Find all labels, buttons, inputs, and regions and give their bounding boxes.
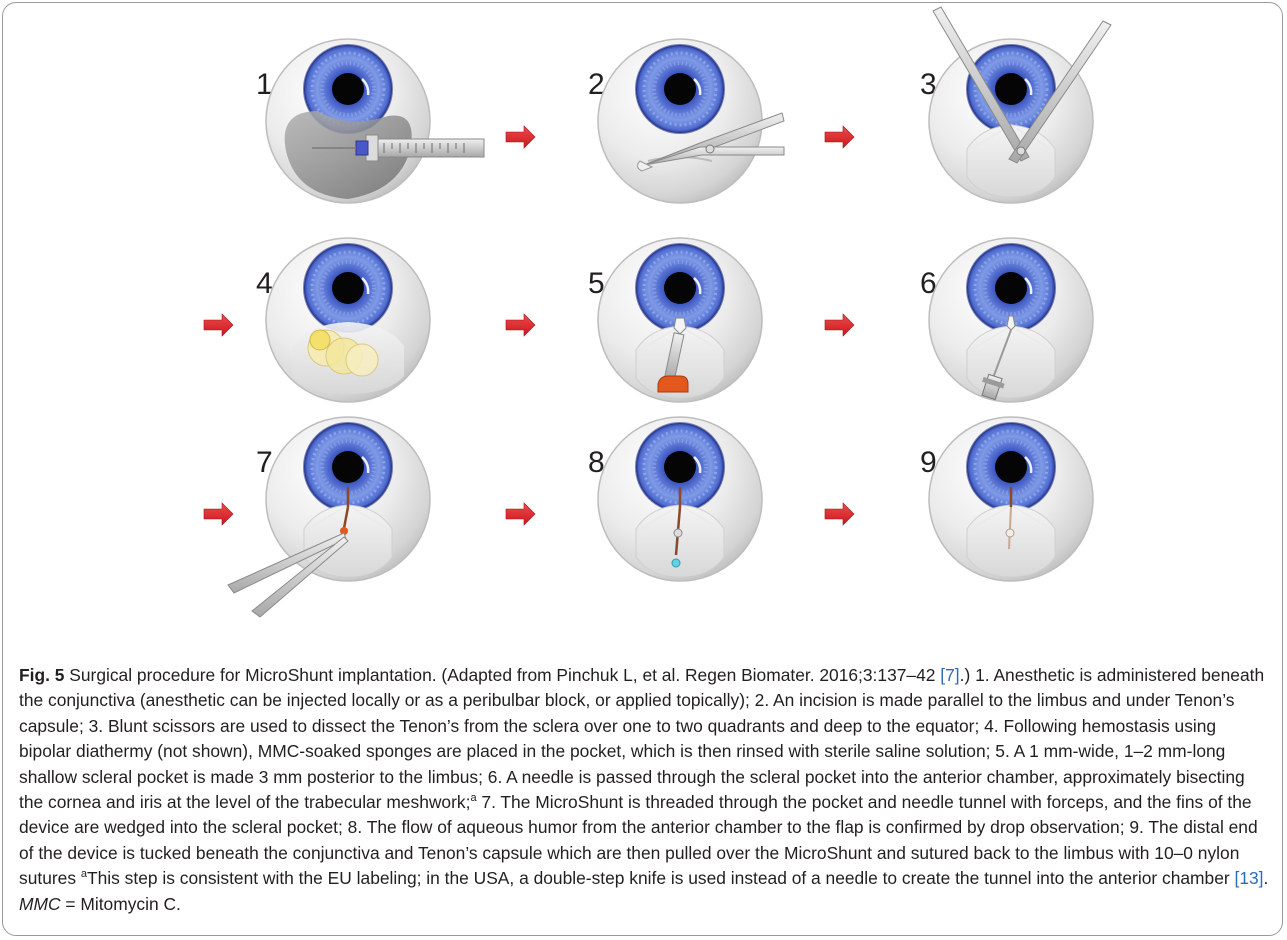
step-arrow-3-4	[204, 314, 233, 336]
drop-icon	[672, 559, 680, 567]
caption-text: .) 1. Anesthetic is administered beneath…	[19, 665, 1264, 812]
step-arrow-1-2	[506, 126, 535, 148]
eye-panel-4	[266, 238, 430, 402]
caption-text: This step is consistent with the EU labe…	[87, 868, 1235, 888]
eye-panel-3	[929, 7, 1111, 203]
reference-link[interactable]: [7]	[940, 665, 959, 685]
eye-panel-5	[598, 238, 762, 402]
step-arrow-6-7	[204, 503, 233, 525]
step-arrow-8-9	[825, 503, 854, 525]
step-arrow-5-6	[825, 314, 854, 336]
abbreviation: MMC	[19, 894, 61, 914]
caption-text: = Mitomycin C.	[61, 894, 181, 914]
figure-label: Fig. 5	[19, 665, 64, 685]
eye-panel-9	[929, 417, 1093, 581]
caption-text: .	[1264, 868, 1269, 888]
eye-panel-1	[266, 39, 484, 203]
reference-link[interactable]: [13]	[1235, 868, 1264, 888]
step-arrow-4-5	[506, 314, 535, 336]
eye-panel-6	[929, 238, 1093, 402]
figure-caption: Fig. 5 Surgical procedure for MicroShunt…	[19, 663, 1269, 917]
caption-text: Surgical procedure for MicroShunt implan…	[64, 665, 940, 685]
step-arrow-7-8	[506, 503, 535, 525]
step-arrow-2-3	[825, 126, 854, 148]
figure-illustration: 1 2 3 4 5 6 7 8 9	[3, 3, 1283, 653]
eye-panel-2	[598, 39, 784, 203]
eye-panel-8	[598, 417, 762, 581]
